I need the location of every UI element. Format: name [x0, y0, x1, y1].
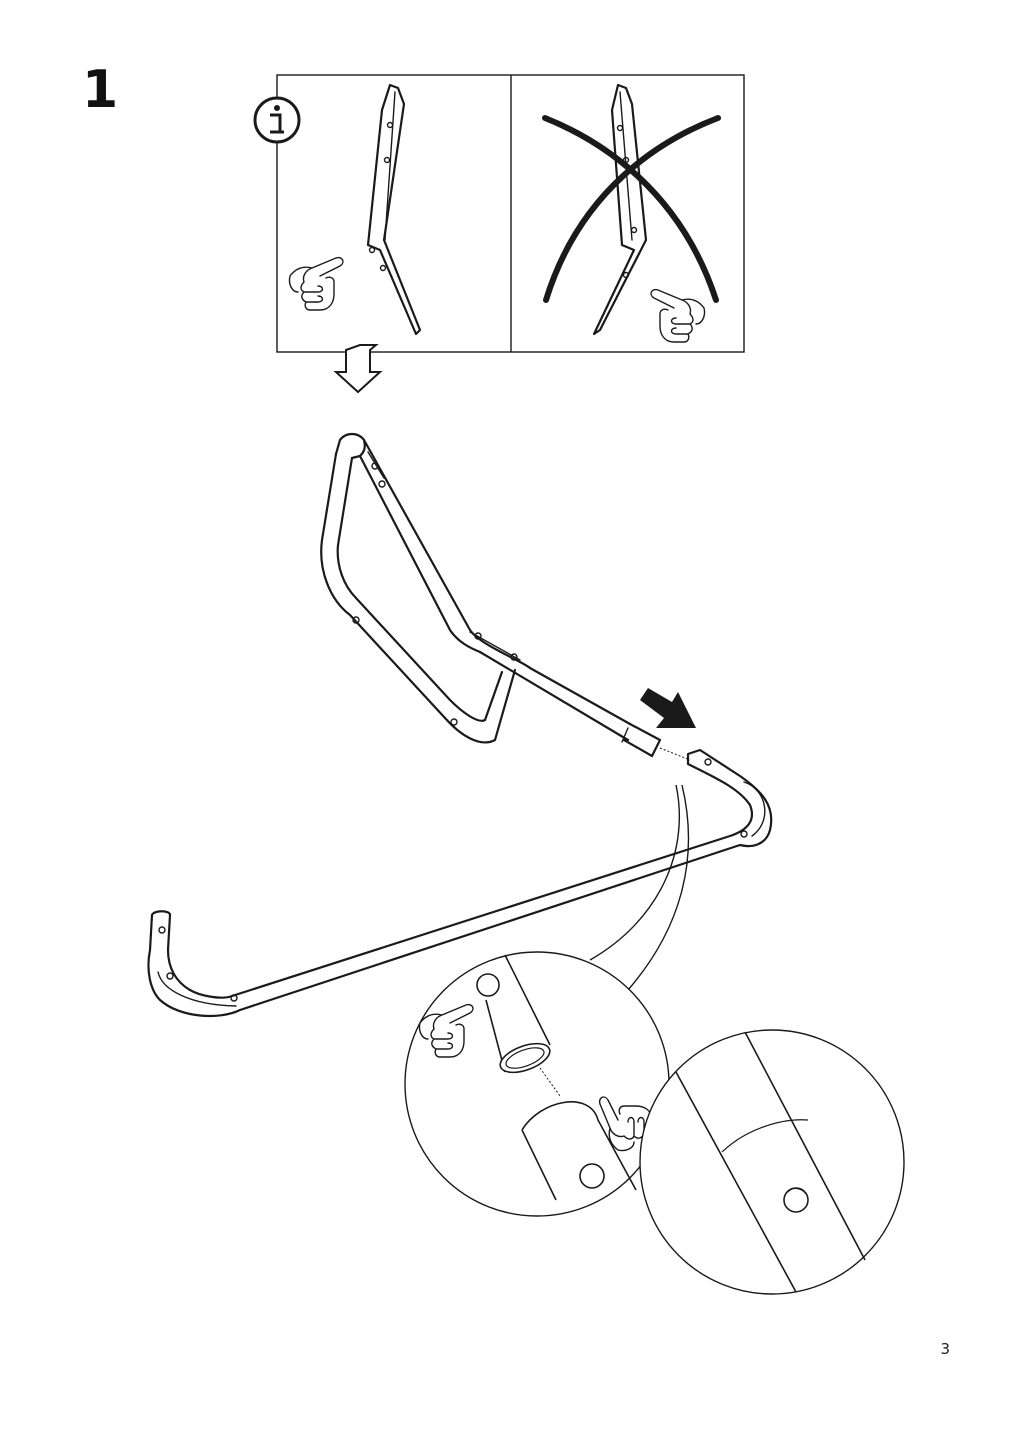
solid-arrow-icon [640, 688, 696, 728]
incorrect-orientation [542, 83, 721, 343]
info-icon [253, 96, 301, 144]
hand-pointing-icon [288, 256, 344, 311]
detail-circle-insert [404, 951, 670, 1217]
backrest-frame [320, 432, 662, 758]
hollow-arrow-down-icon [333, 344, 383, 394]
page-number: 3 [940, 1340, 950, 1358]
step-number: 1 [82, 60, 119, 120]
cross-icon [542, 115, 721, 303]
info-box [253, 74, 745, 353]
detail-circle-assembled [639, 1029, 905, 1295]
correct-orientation [288, 83, 422, 336]
base-frame [147, 748, 773, 1018]
hand-pointing-icon [650, 288, 706, 343]
